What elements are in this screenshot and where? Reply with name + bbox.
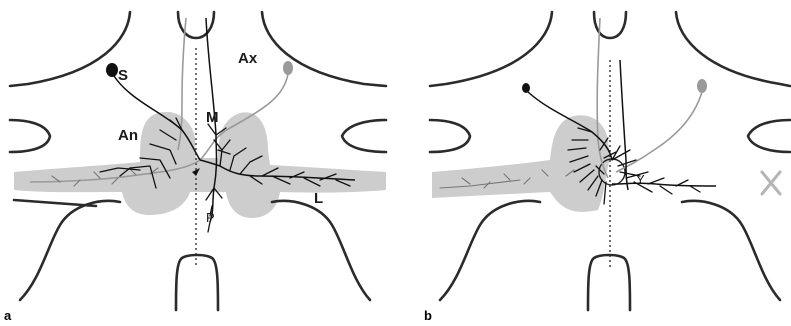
label-p: P [206,210,215,225]
panel-b-label: b [424,308,432,323]
gray-soma [283,61,293,75]
label-s: S [118,67,128,84]
label-l: L [314,190,323,207]
panel-a: S Ax An M L P a [4,12,386,323]
gray-soma-b [697,79,707,93]
label-y: Y [636,172,645,187]
x-mark-icon [762,172,780,194]
label-an: An [118,127,138,144]
label-m: M [206,109,219,126]
panel-a-label: a [4,308,12,323]
gray-matter-region [14,112,386,218]
panel-b: Y b [424,12,790,323]
black-soma [106,63,118,77]
black-soma-b [522,83,530,93]
label-ax: Ax [238,50,258,67]
